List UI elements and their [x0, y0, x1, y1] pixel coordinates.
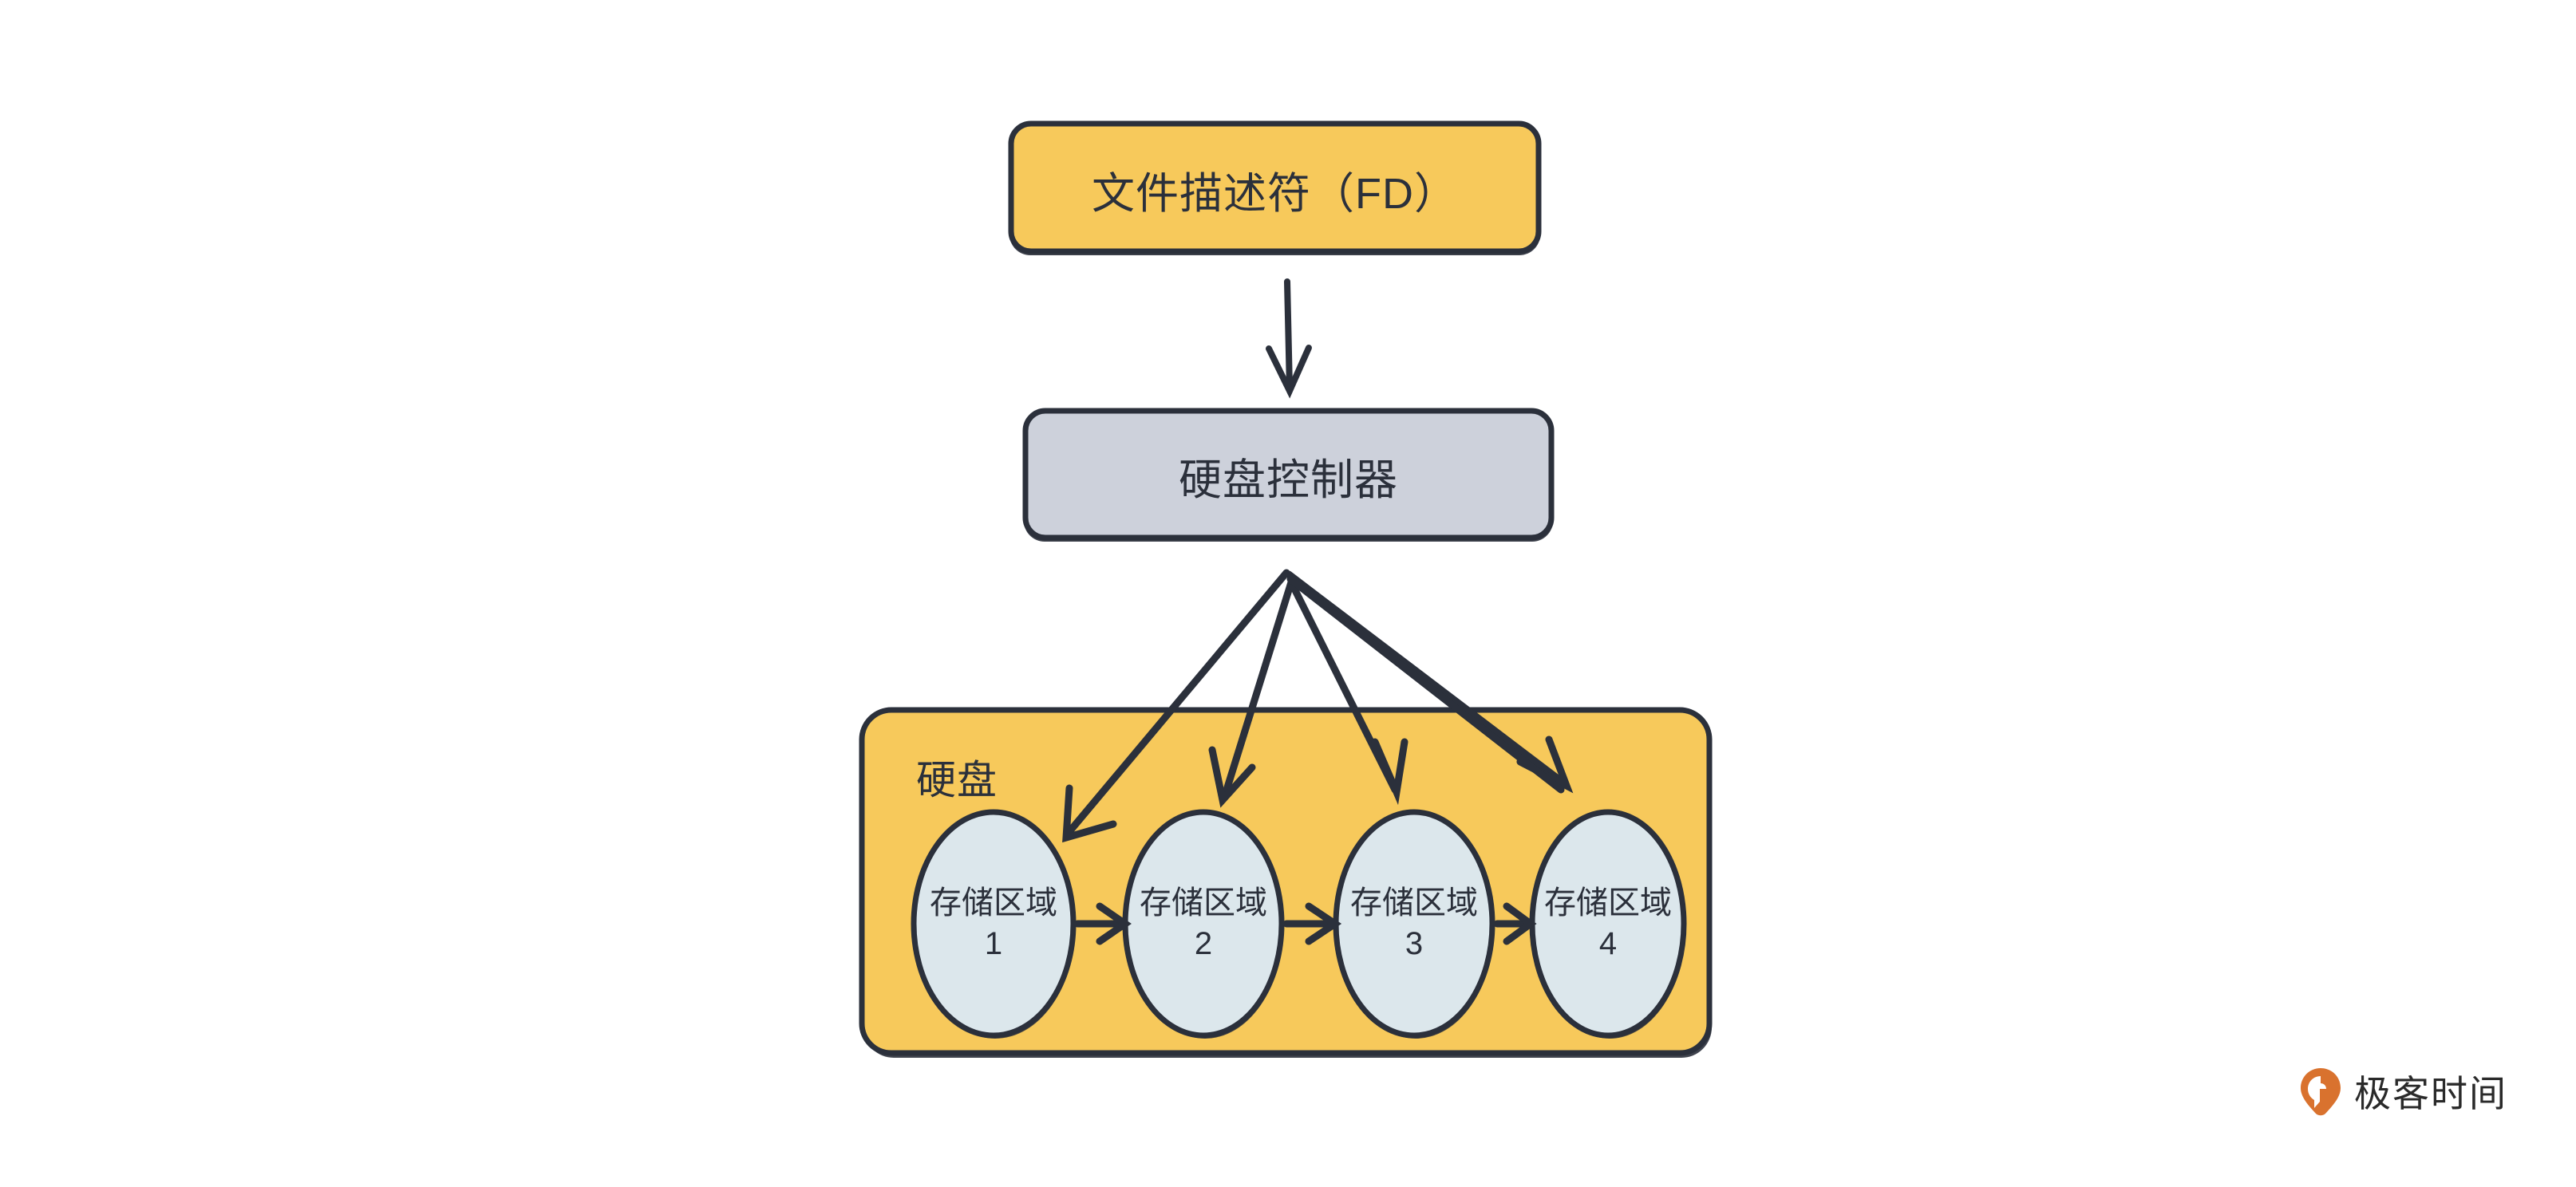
geektime-logo-icon — [2298, 1067, 2343, 1116]
disk-group-title: 硬盘 — [916, 758, 998, 803]
controller-box-shape — [1022, 408, 1555, 542]
storage-area-2-shape[interactable] — [1122, 809, 1285, 1039]
disk-group-shape — [859, 707, 1713, 1058]
storage-area-1-shape[interactable] — [911, 809, 1077, 1039]
fd-box-shape — [1008, 120, 1542, 255]
fanout-arrows — [1062, 569, 1574, 843]
watermark-brand-text: 极客时间 — [2354, 1073, 2507, 1114]
watermark-logo: 极客时间 — [2298, 1065, 2507, 1118]
arrow-fd-to-controller — [1266, 278, 1312, 399]
storage-area-4-shape[interactable] — [1529, 809, 1687, 1039]
chain-arrows — [1073, 902, 1537, 945]
storage-area-3-shape[interactable] — [1333, 809, 1495, 1039]
